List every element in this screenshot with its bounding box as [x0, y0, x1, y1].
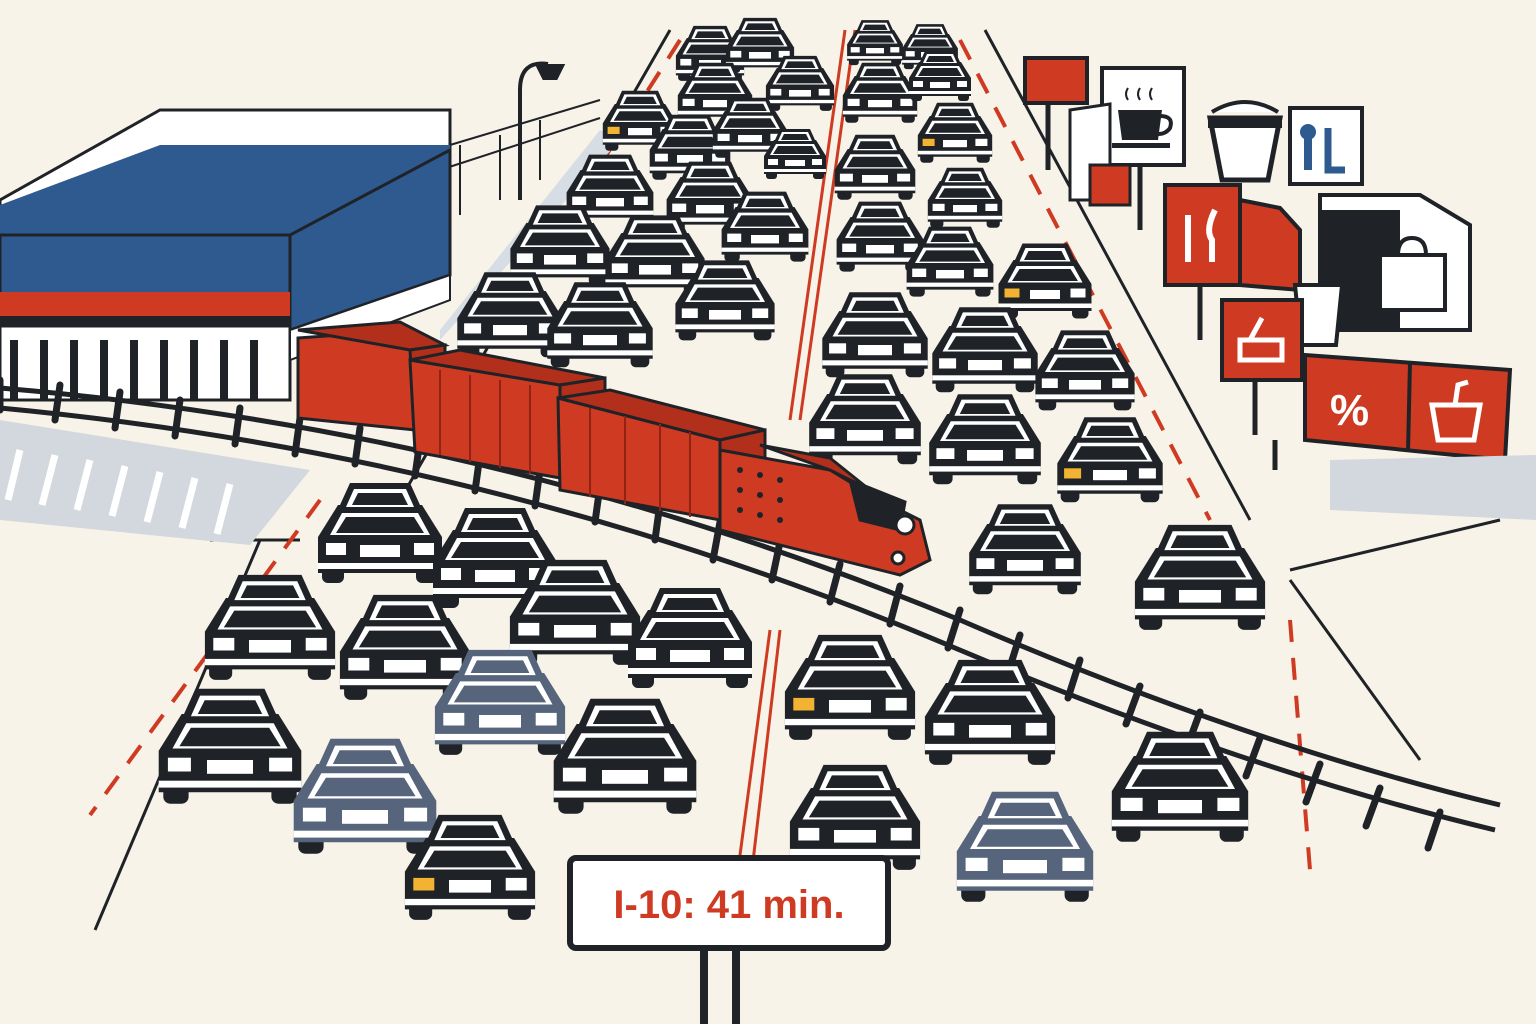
car — [339, 594, 471, 700]
utensils-icon — [1300, 124, 1345, 174]
coffee-sign — [1100, 66, 1186, 230]
car — [917, 102, 993, 163]
car — [457, 272, 563, 358]
car — [677, 62, 753, 123]
sidewalk-fence — [439, 99, 601, 215]
freight-train — [296, 320, 932, 577]
car — [909, 51, 971, 101]
store-building — [0, 108, 452, 402]
kiosk-building — [1068, 102, 1472, 332]
food-bucket-sign — [1206, 100, 1284, 183]
car — [969, 504, 1081, 595]
takeout-cup-icon — [1429, 379, 1483, 443]
car — [721, 191, 809, 262]
car — [675, 260, 775, 341]
right-side-pavement — [1330, 455, 1536, 520]
car — [1111, 731, 1249, 842]
car — [809, 374, 921, 465]
car — [932, 307, 1038, 393]
car — [765, 55, 835, 111]
utensils-sign — [1288, 106, 1364, 186]
shopping-bag-icon — [1378, 235, 1447, 312]
car — [318, 483, 442, 583]
car — [433, 508, 557, 608]
basket-sign — [1220, 298, 1304, 435]
car — [927, 167, 1003, 228]
car — [847, 20, 903, 66]
car — [553, 698, 697, 814]
car — [998, 243, 1092, 319]
parking-lot — [0, 420, 310, 545]
shopping-basket-icon — [1237, 316, 1285, 363]
car — [784, 634, 916, 740]
travel-time-text: I-10: 41 min. — [613, 883, 844, 927]
car — [712, 97, 788, 158]
car — [764, 129, 826, 179]
car — [1035, 330, 1135, 411]
traffic-cars — [158, 17, 1266, 920]
car — [547, 282, 653, 368]
car — [924, 659, 1056, 765]
car — [834, 134, 916, 200]
car — [1057, 417, 1163, 503]
percent-icon: % — [1330, 386, 1369, 435]
red-billboard — [1023, 56, 1089, 170]
street-lamp — [518, 61, 566, 200]
coffee-cup-icon — [1112, 87, 1173, 148]
car — [929, 394, 1041, 485]
roadside-signs: % — [1023, 56, 1536, 520]
drink-sign — [1292, 257, 1345, 347]
car — [404, 814, 536, 920]
car — [158, 688, 302, 804]
sale-billboard: % — [1272, 352, 1513, 470]
fork-knife-icon — [1185, 208, 1218, 262]
car — [789, 764, 921, 870]
car — [204, 574, 336, 680]
car — [666, 161, 754, 232]
car — [1134, 524, 1266, 630]
car — [725, 17, 795, 73]
fork-knife-sign — [1163, 183, 1302, 340]
locomotive — [718, 443, 932, 577]
car — [293, 738, 437, 854]
highway-time-sign: I-10: 41 min. — [567, 855, 891, 1024]
car — [906, 226, 994, 297]
car — [434, 649, 566, 755]
car — [842, 62, 918, 123]
car — [822, 292, 928, 378]
car — [628, 588, 752, 688]
car — [956, 791, 1094, 902]
